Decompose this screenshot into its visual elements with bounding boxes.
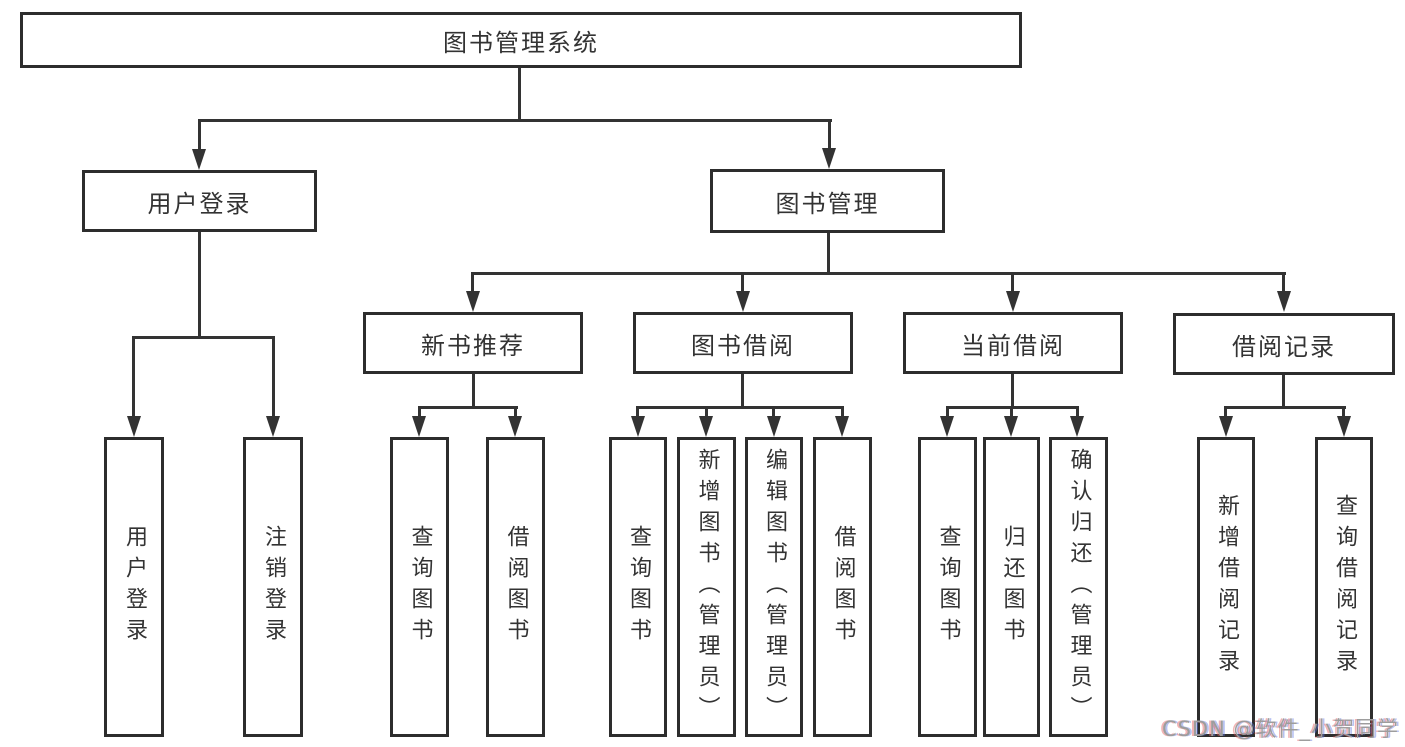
node-book-borrow: 图书借阅 (633, 312, 853, 374)
node-leaf-nb-query-books: 查询图书 (390, 437, 449, 737)
node-leaf-nb-borrow-books-label: 借阅图书 (503, 525, 529, 649)
connector-line (272, 338, 275, 417)
node-book-borrow-label: 图书借阅 (691, 331, 795, 360)
connector-line (772, 408, 775, 417)
connector-line (636, 408, 639, 417)
arrowhead (1337, 416, 1351, 437)
arrowhead (1277, 291, 1291, 312)
arrowhead (1004, 416, 1018, 437)
node-leaf-br-add-record: 新增借阅记录 (1197, 437, 1255, 737)
connector-line (132, 338, 135, 417)
arrowhead (466, 291, 480, 312)
node-user-login-label: 用户登录 (147, 189, 252, 218)
node-leaf-logout-label: 注销登录 (261, 525, 286, 649)
connector-line (841, 408, 844, 417)
connector-line (1011, 374, 1014, 408)
node-new-book-rec-label: 新书推荐 (421, 331, 525, 360)
connector-line (1224, 408, 1227, 417)
arrowhead (508, 416, 522, 437)
arrowhead (127, 416, 141, 437)
connector-line (132, 336, 275, 339)
node-leaf-bb-edit-books-label: 编辑图书（管理员） (762, 447, 787, 727)
node-leaf-bb-borrow-books: 借阅图书 (813, 437, 872, 737)
arrowhead (1006, 291, 1020, 312)
connector-line (1010, 408, 1013, 417)
arrowhead (736, 291, 750, 312)
connector-line (518, 68, 521, 121)
connector-line (946, 406, 1079, 409)
connector-line (1224, 406, 1346, 409)
connector-line (198, 119, 832, 122)
node-current-borrow: 当前借阅 (903, 312, 1123, 374)
connector-line (198, 121, 201, 150)
connector-line (418, 406, 518, 409)
arrowhead (631, 416, 645, 437)
arrowhead (192, 149, 206, 170)
node-leaf-cb-return-books-label: 归还图书 (999, 525, 1025, 649)
node-leaf-cb-query-books: 查询图书 (918, 437, 977, 737)
node-leaf-bb-add-books: 新增图书（管理员） (677, 437, 736, 737)
node-leaf-user-login-label: 用户登录 (122, 525, 147, 649)
connector-line (827, 233, 830, 275)
node-leaf-cb-confirm-return-label: 确认归还（管理员） (1066, 447, 1092, 727)
connector-line (1282, 274, 1285, 292)
node-borrow-record: 借阅记录 (1173, 313, 1395, 375)
node-book-mgmt: 图书管理 (710, 169, 945, 233)
connector-line (741, 274, 744, 292)
node-leaf-user-login: 用户登录 (104, 437, 164, 737)
arrowhead (266, 416, 280, 437)
arrowhead (835, 416, 849, 437)
connector-line (471, 272, 1286, 275)
connector-line (1282, 375, 1285, 408)
arrowhead (822, 148, 836, 169)
node-leaf-br-add-record-label: 新增借阅记录 (1214, 494, 1239, 680)
connector-line (418, 408, 421, 417)
node-root: 图书管理系统 (20, 12, 1022, 68)
connector-line (1076, 408, 1079, 417)
connector-line (1011, 274, 1014, 292)
connector-line (946, 408, 949, 417)
connector-line (705, 408, 708, 417)
node-current-borrow-label: 当前借阅 (961, 331, 1065, 360)
node-leaf-bb-edit-books: 编辑图书（管理员） (745, 437, 803, 737)
arrowhead (940, 416, 954, 437)
arrowhead (412, 416, 426, 437)
connector-line (471, 274, 474, 292)
node-leaf-bb-borrow-books-label: 借阅图书 (830, 525, 856, 649)
node-root-label: 图书管理系统 (443, 28, 599, 57)
node-new-book-rec: 新书推荐 (363, 312, 583, 374)
node-user-login: 用户登录 (82, 170, 317, 232)
node-leaf-logout: 注销登录 (243, 437, 303, 737)
node-borrow-record-label: 借阅记录 (1232, 332, 1336, 361)
arrowhead (699, 416, 713, 437)
arrowhead (767, 416, 781, 437)
arrowhead (1219, 416, 1233, 437)
arrowhead (1070, 416, 1084, 437)
connector-line (514, 408, 517, 417)
connector-line (741, 374, 744, 408)
connector-line (198, 232, 201, 339)
node-leaf-bb-query-books-label: 查询图书 (626, 525, 651, 649)
node-leaf-nb-borrow-books: 借阅图书 (486, 437, 545, 737)
node-leaf-cb-return-books: 归还图书 (983, 437, 1040, 737)
watermark-text: CSDN @软件_小贺同学 (1161, 717, 1399, 741)
node-leaf-cb-query-books-label: 查询图书 (935, 525, 961, 649)
node-leaf-bb-add-books-label: 新增图书（管理员） (694, 447, 720, 727)
node-book-mgmt-label: 图书管理 (775, 189, 880, 218)
node-leaf-nb-query-books-label: 查询图书 (407, 525, 433, 649)
node-leaf-br-query-record-label: 查询借阅记录 (1332, 494, 1357, 680)
node-leaf-bb-query-books: 查询图书 (609, 437, 667, 737)
connector-line (828, 121, 831, 149)
connector-line (1342, 408, 1345, 417)
connector-line (636, 406, 844, 409)
node-leaf-cb-confirm-return: 确认归还（管理员） (1049, 437, 1108, 737)
connector-line (472, 374, 475, 408)
node-leaf-br-query-record: 查询借阅记录 (1315, 437, 1373, 737)
